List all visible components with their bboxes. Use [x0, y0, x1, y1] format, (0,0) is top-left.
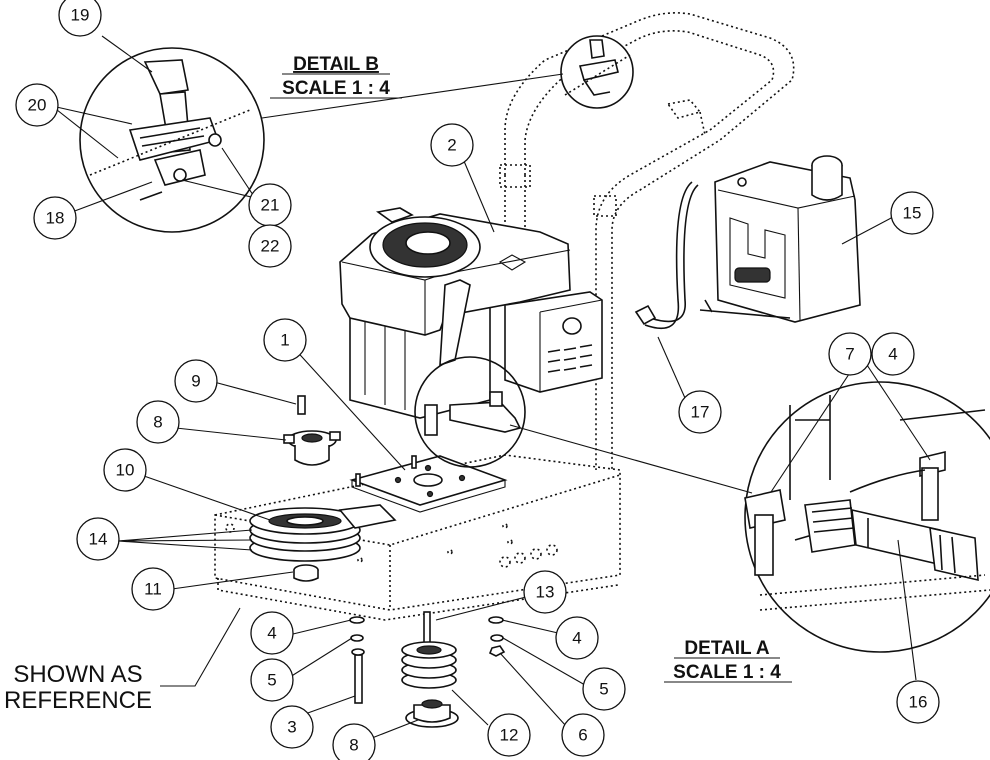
svg-text:13: 13: [536, 583, 555, 602]
svg-text:15: 15: [903, 204, 922, 223]
svg-text:4: 4: [888, 345, 897, 364]
svg-text:7: 7: [845, 345, 854, 364]
drive-parts: [249, 395, 506, 728]
detail-b-view: [79, 47, 265, 233]
svg-text:18: 18: [46, 209, 65, 228]
callout-8-upper: 8: [136, 400, 180, 444]
callout-9: 9: [174, 359, 218, 403]
callout-leaders: [51, 35, 931, 739]
callout-8-lower: 8: [332, 723, 376, 760]
detail-a-scale: SCALE 1 : 4: [673, 662, 781, 683]
svg-text:8: 8: [349, 736, 358, 755]
detail-a-view: [744, 381, 990, 653]
svg-text:6: 6: [578, 726, 587, 745]
detail-leader-lines: [261, 73, 753, 494]
callout-10: 10: [103, 448, 147, 492]
engine-assembly: [339, 207, 603, 436]
svg-text:14: 14: [89, 530, 108, 549]
callout-21: 21: [248, 183, 292, 227]
detail-a-title: DETAIL A: [684, 638, 769, 659]
svg-text:20: 20: [28, 96, 47, 115]
svg-text:19: 19: [71, 6, 90, 25]
svg-text:5: 5: [599, 680, 608, 699]
engine-mount-plate: [349, 455, 508, 513]
detail-b-label: DETAIL B SCALE 1 : 4: [270, 54, 402, 99]
detail-b-title: DETAIL B: [293, 54, 379, 75]
svg-text:12: 12: [500, 726, 519, 745]
svg-text:5: 5: [267, 671, 276, 690]
callout-14: 14: [76, 517, 120, 561]
svg-text:2: 2: [447, 136, 456, 155]
callout-18: 18: [33, 196, 77, 240]
callout-19: 19: [58, 0, 102, 37]
detail-b-source: [560, 35, 634, 109]
svg-text:22: 22: [261, 237, 280, 256]
callout-3: 3: [270, 705, 314, 749]
svg-text:16: 16: [909, 693, 928, 712]
callout-4-right: 4: [555, 616, 599, 660]
callout-5-left: 5: [250, 658, 294, 702]
callout-6: 6: [561, 713, 605, 757]
callout-22: 22: [248, 224, 292, 268]
fuel-tank: [634, 155, 861, 330]
callout-2: 2: [430, 123, 474, 167]
svg-text:8: 8: [153, 413, 162, 432]
callout-5-right: 5: [582, 667, 626, 711]
svg-text:3: 3: [287, 718, 296, 737]
detail-b-scale: SCALE 1 : 4: [282, 78, 390, 99]
callout-11: 11: [131, 567, 175, 611]
callout-12: 12: [487, 713, 531, 757]
svg-text:11: 11: [144, 580, 162, 599]
callout-4-left: 4: [250, 611, 294, 655]
svg-text:10: 10: [116, 461, 135, 480]
callout-16: 16: [896, 680, 940, 724]
svg-text:9: 9: [191, 372, 200, 391]
reference-note: SHOWN AS REFERENCE: [4, 661, 152, 714]
callout-7: 7: [828, 332, 872, 376]
svg-text:21: 21: [261, 196, 280, 215]
reference-note-line1: SHOWN AS: [13, 661, 142, 688]
svg-text:4: 4: [572, 629, 581, 648]
handle-frame: [499, 12, 795, 470]
callout-20: 20: [15, 83, 59, 127]
callout-15: 15: [890, 191, 934, 235]
reference-note-line2: REFERENCE: [4, 687, 152, 714]
callout-4-top: 4: [871, 332, 915, 376]
detail-a-source: [414, 356, 526, 468]
svg-text:17: 17: [691, 403, 710, 422]
svg-text:1: 1: [280, 331, 289, 350]
callout-17: 17: [678, 390, 722, 434]
callout-1: 1: [263, 318, 307, 362]
svg-text:4: 4: [267, 624, 276, 643]
detail-a-label: DETAIL A SCALE 1 : 4: [664, 638, 792, 683]
callout-13: 13: [523, 570, 567, 614]
